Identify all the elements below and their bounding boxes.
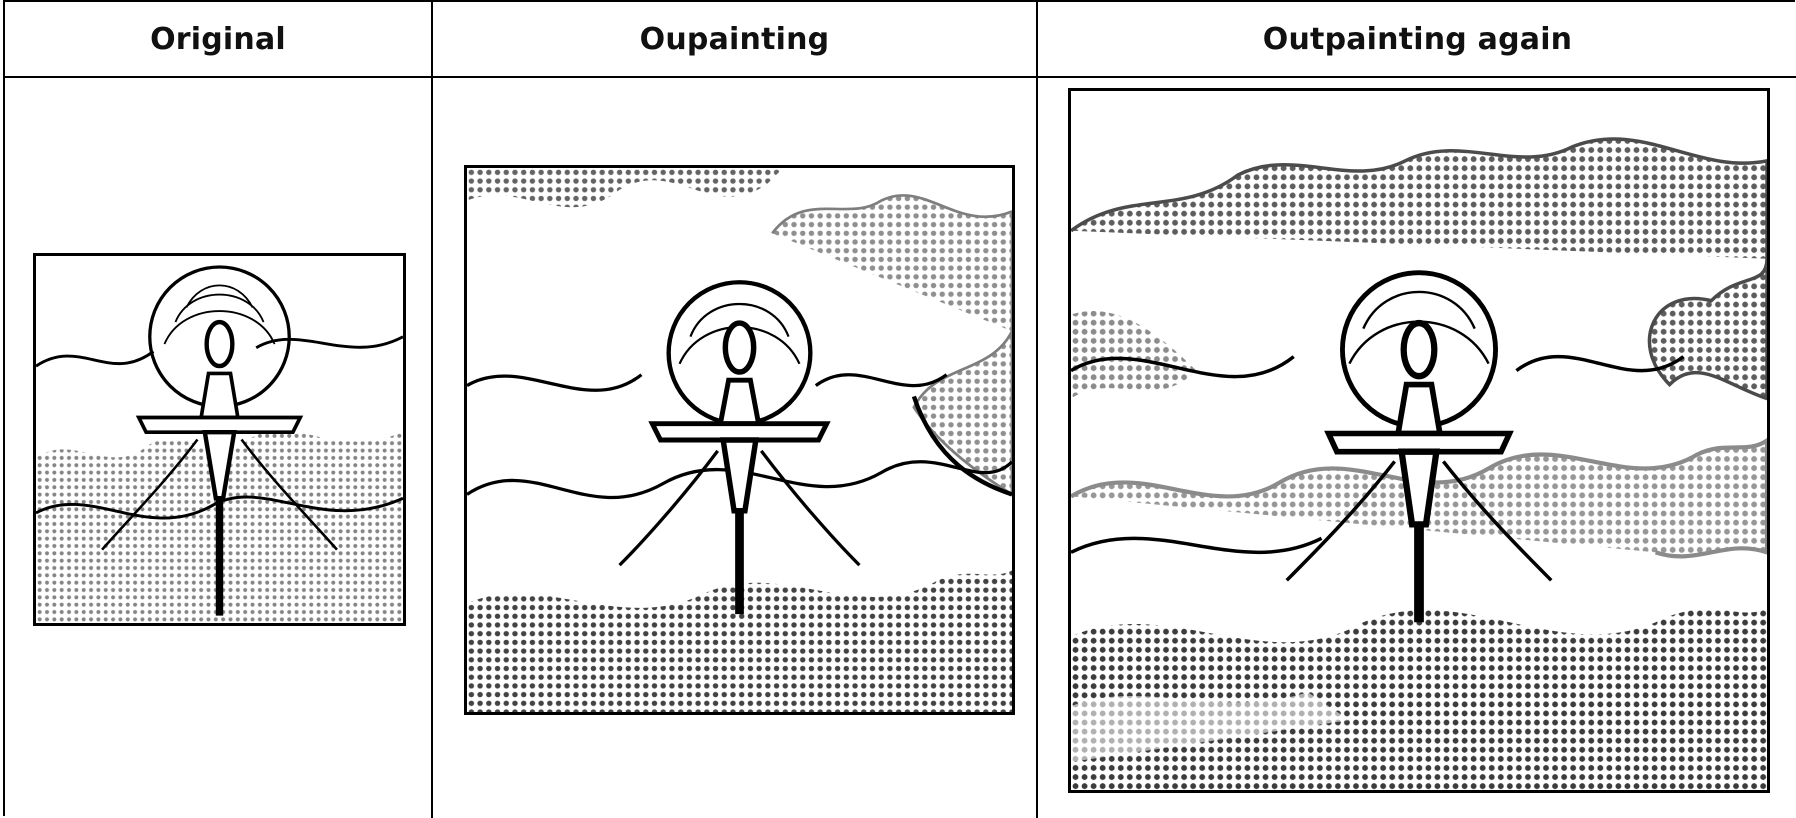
column-header-outpainting-again: Outpainting again [1038,2,1796,78]
outpainting-image [464,165,1015,715]
column-outpainting-again: Outpainting again [1038,2,1796,818]
outpainting-again-image [1068,88,1770,793]
column-header-original: Original [5,2,431,78]
original-image [33,253,406,626]
column-header-outpainting: Oupainting [433,2,1036,78]
column-original: Original [5,2,433,818]
column-outpainting: Oupainting [433,2,1038,818]
comparison-table: Original [3,0,1796,818]
